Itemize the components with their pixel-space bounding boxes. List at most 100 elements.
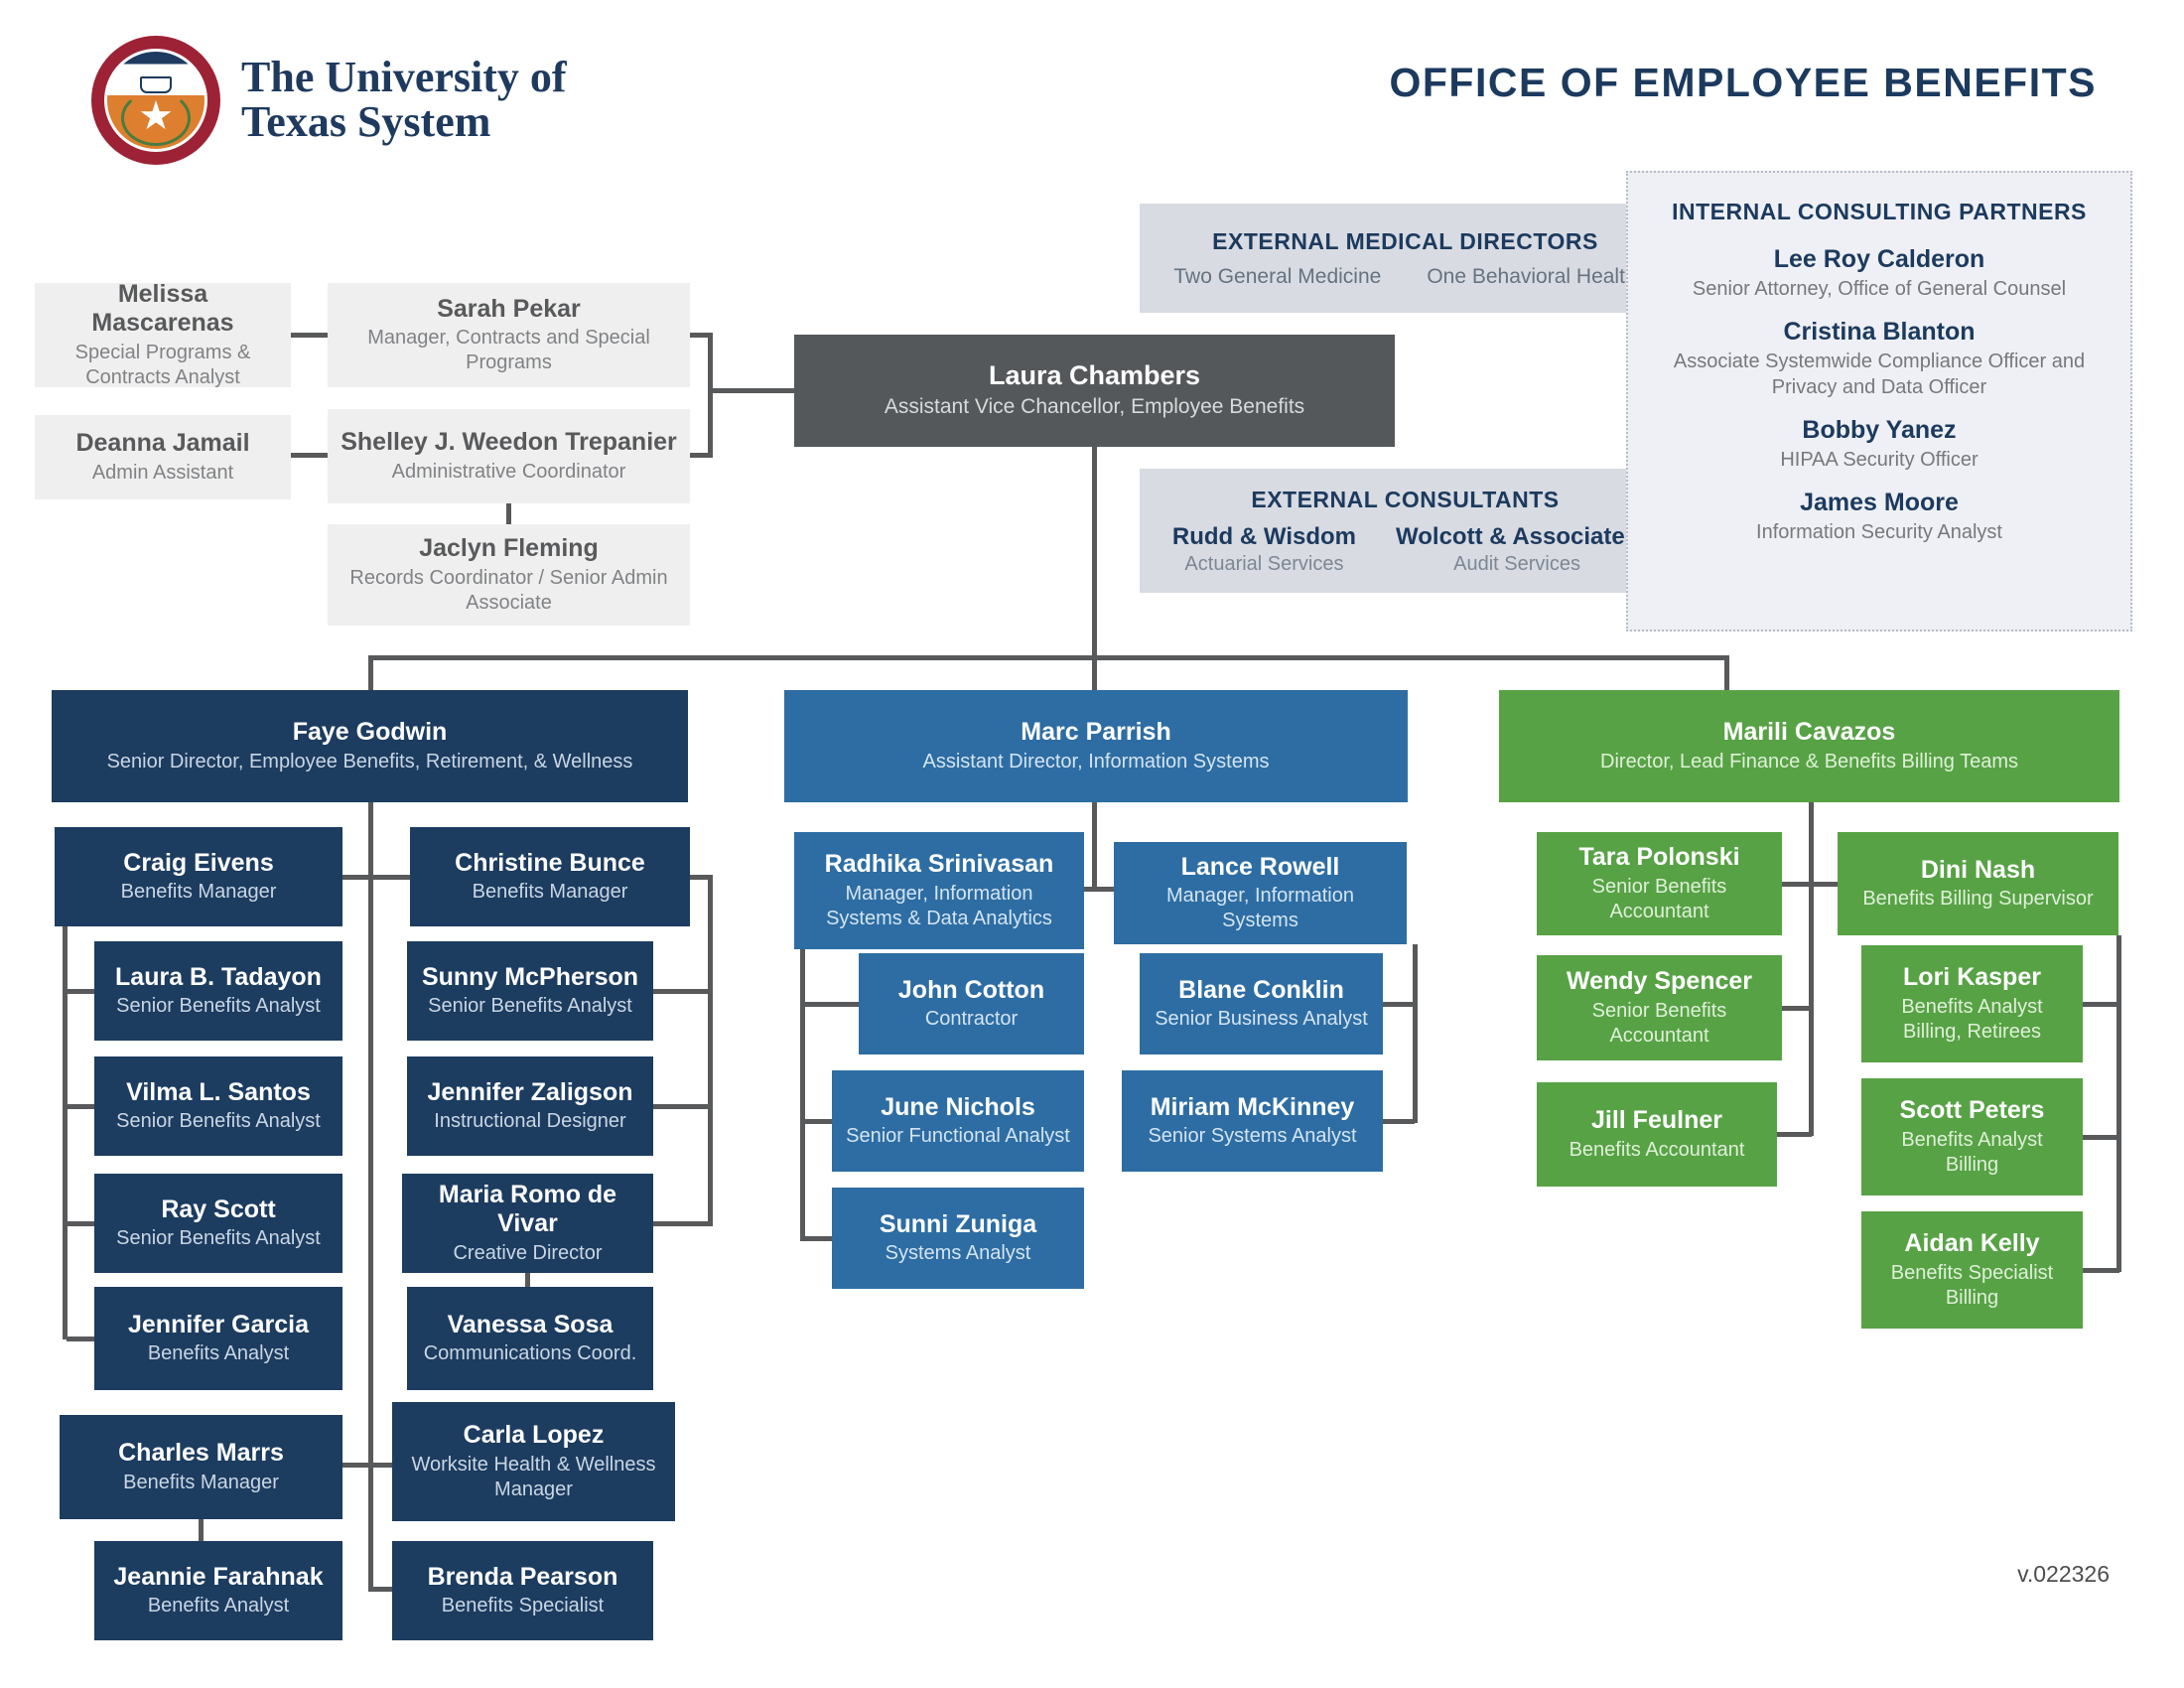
connector <box>291 333 328 338</box>
node-marili-cavazos: Marili Cavazos Director, Lead Finance & … <box>1499 690 2119 802</box>
person-title: Benefits Manager <box>472 881 628 904</box>
node-blane-conklin: Blane Conklin Senior Business Analyst <box>1140 953 1383 1055</box>
person-name: Scott Peters <box>1899 1096 2045 1125</box>
connector <box>67 1221 94 1226</box>
person-name: Deanna Jamail <box>75 429 250 458</box>
node-deanna-jamail: Deanna Jamail Admin Assistant <box>35 415 291 499</box>
person-name: Sunni Zuniga <box>879 1209 1037 1238</box>
person-title: Director, Lead Finance & Benefits Billin… <box>1600 750 2018 773</box>
node-carla-lopez: Carla Lopez Worksite Health & Wellness M… <box>392 1402 675 1521</box>
person-title: Manager, Information Systems <box>1166 885 1354 932</box>
node-jaclyn-fleming: Jaclyn Fleming Records Coordinator / Sen… <box>328 524 690 626</box>
panel-items: Two General Medicine One Behavioral Heal… <box>1148 265 1663 289</box>
partner-name: Cristina Blanton <box>1783 318 1976 346</box>
person-name: June Nichols <box>881 1092 1035 1121</box>
person-name: Lance Rowell <box>1180 852 1340 881</box>
person-name: Sarah Pekar <box>437 294 581 323</box>
node-melissa-mascarenas: Melissa Mascarenas Special Programs & Co… <box>35 280 291 388</box>
connector <box>2083 1268 2119 1273</box>
person-title: Benefits Specialist <box>441 1595 605 1618</box>
ut-seal-inner: ★ <box>104 49 207 152</box>
firm-name: Wolcott & Associates <box>1396 522 1639 550</box>
org-wordmark: The University of Texas System <box>241 55 567 145</box>
connector <box>690 333 713 338</box>
connector <box>800 1119 832 1124</box>
node-vanessa-sosa: Vanessa Sosa Communications Coord. <box>407 1287 653 1390</box>
panel-title: EXTERNAL CONSULTANTS <box>1251 486 1560 512</box>
partner: Cristina Blanton Associate Systemwide Co… <box>1642 318 2116 400</box>
node-brenda-pearson: Brenda Pearson Benefits Specialist <box>392 1541 653 1640</box>
connector <box>525 1273 530 1289</box>
connector <box>1383 1119 1415 1124</box>
person-name: Laura B. Tadayon <box>115 962 322 991</box>
person-name: Brenda Pearson <box>427 1562 618 1591</box>
person-title: Manager, Contracts and Special Programs <box>367 327 650 374</box>
person-title: Senior Benefits Accountant <box>1591 875 1727 922</box>
node-john-cotton: John Cotton Contractor <box>859 953 1084 1055</box>
connector <box>1092 802 1097 892</box>
person-title: Special Programs & Contracts Analyst <box>74 341 251 388</box>
person-title: Senior Business Analyst <box>1155 1008 1368 1031</box>
panel-external-medical-directors: EXTERNAL MEDICAL DIRECTORS Two General M… <box>1140 204 1671 313</box>
partner-title: Associate Systemwide Compliance Officer … <box>1673 351 2086 398</box>
person-name: Carla Lopez <box>463 1421 605 1450</box>
node-aidan-kelly: Aidan Kelly Benefits Specialist Billing <box>1861 1211 2083 1329</box>
person-name: Melissa Mascarenas <box>91 280 234 337</box>
person-title: Senior Benefits Accountant <box>1591 999 1727 1047</box>
panel-internal-consulting-partners: INTERNAL CONSULTING PARTNERS Lee Roy Cal… <box>1626 171 2132 632</box>
firm: Rudd & Wisdom Actuarial Services <box>1172 523 1356 576</box>
person-name: Shelley J. Weedon Trepanier <box>341 428 677 457</box>
person-title: Senior Benefits Analyst <box>116 995 321 1018</box>
node-christine-bunce: Christine Bunce Benefits Manager <box>410 827 690 926</box>
connector <box>1809 802 1814 1136</box>
connector <box>199 1519 204 1541</box>
connector <box>506 503 511 524</box>
person-title: Manager, Information Systems & Data Anal… <box>826 882 1052 929</box>
node-ray-scott: Ray Scott Senior Benefits Analyst <box>94 1174 342 1273</box>
firm-service: Actuarial Services <box>1184 552 1344 575</box>
person-title: Senior Director, Employee Benefits, Reti… <box>106 750 633 773</box>
panel-title: EXTERNAL MEDICAL DIRECTORS <box>1212 227 1598 254</box>
connector <box>708 875 713 1224</box>
person-title: Senior Functional Analyst <box>846 1125 1070 1148</box>
person-name: Sunny McPherson <box>421 962 639 991</box>
connector <box>67 989 94 994</box>
connector <box>1777 1132 1812 1137</box>
partner-name: James Moore <box>1800 489 1959 516</box>
connector <box>708 388 794 393</box>
person-name: John Cotton <box>897 975 1045 1004</box>
connector <box>1092 447 1097 690</box>
person-title: Communications Coord. <box>423 1342 637 1365</box>
person-name: Aidan Kelly <box>1904 1229 2040 1258</box>
connector <box>368 655 1729 660</box>
node-charles-marrs: Charles Marrs Benefits Manager <box>60 1415 342 1519</box>
connector <box>708 333 713 458</box>
panel-item: Two General Medicine <box>1173 264 1382 288</box>
partner: Lee Roy Calderon Senior Attorney, Office… <box>1642 245 2116 302</box>
connector <box>67 1104 94 1109</box>
panel-external-consultants: EXTERNAL CONSULTANTS Rudd & Wisdom Actua… <box>1140 469 1671 593</box>
connector <box>2116 935 2121 1272</box>
connector <box>690 875 713 880</box>
node-jeannie-farahnak: Jeannie Farahnak Benefits Analyst <box>94 1541 342 1640</box>
person-name: Marc Parrish <box>1021 718 1171 747</box>
node-laura-b-tadayon: Laura B. Tadayon Senior Benefits Analyst <box>94 941 342 1041</box>
node-sarah-pekar: Sarah Pekar Manager, Contracts and Speci… <box>328 283 690 387</box>
node-tara-polonski: Tara Polonski Senior Benefits Accountant <box>1537 832 1782 935</box>
person-title: Benefits Billing Supervisor <box>1862 888 2094 911</box>
partner-name: Bobby Yanez <box>1802 416 1957 444</box>
firm-service: Audit Services <box>1453 552 1580 575</box>
person-title: Benefits Manager <box>123 1471 279 1493</box>
person-title: Senior Benefits Analyst <box>116 1110 321 1133</box>
node-jennifer-zaligson: Jennifer Zaligson Instructional Designer <box>407 1056 653 1156</box>
connector <box>291 453 328 458</box>
connector <box>1782 1006 1812 1011</box>
ut-seal-logo: ★ <box>91 36 220 165</box>
person-name: Lori Kasper <box>1903 963 2041 992</box>
connector <box>1383 1002 1415 1007</box>
node-marc-parrish: Marc Parrish Assistant Director, Informa… <box>784 690 1408 802</box>
person-name: Vilma L. Santos <box>126 1077 311 1106</box>
person-title: Admin Assistant <box>91 461 234 484</box>
node-june-nichols: June Nichols Senior Functional Analyst <box>832 1070 1084 1172</box>
node-jill-feulner: Jill Feulner Benefits Accountant <box>1537 1082 1777 1187</box>
